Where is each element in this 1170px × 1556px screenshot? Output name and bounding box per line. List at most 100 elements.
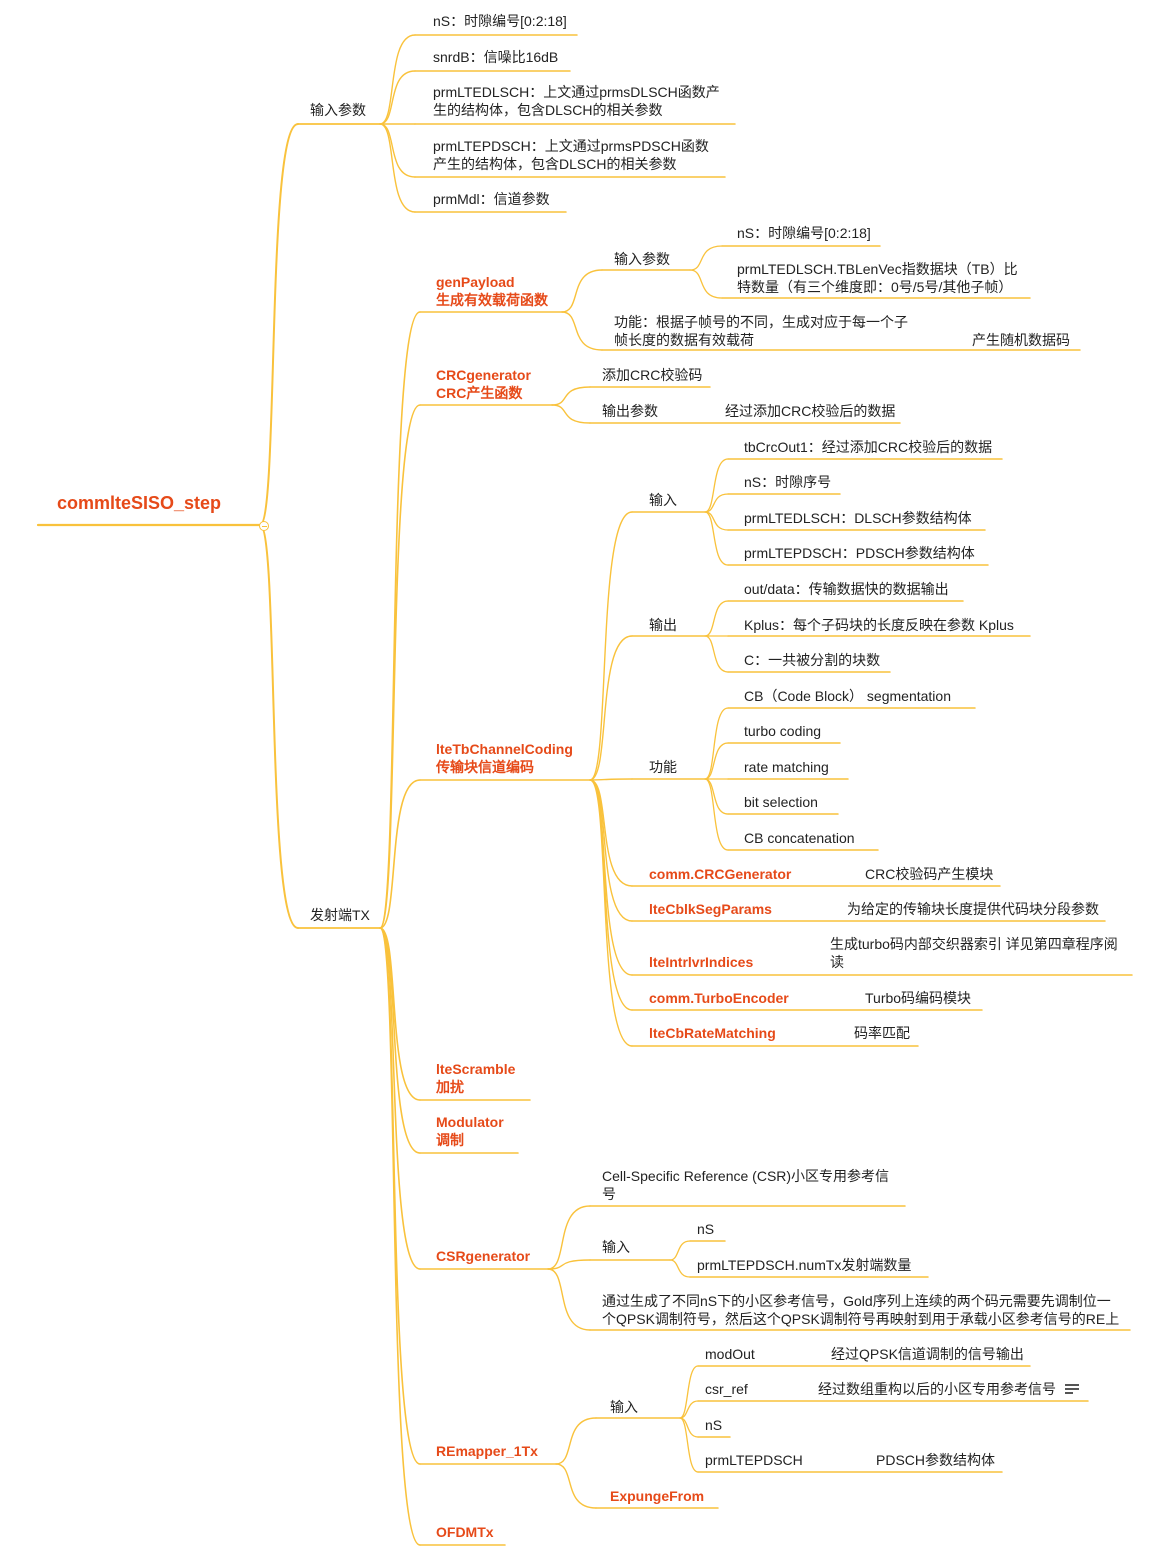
branch-connector [704,707,729,780]
branch-connector [561,269,603,313]
branch-connector [704,600,729,637]
remapper-input-ns[interactable]: nS [705,1417,723,1433]
csr-input-label[interactable]: 输入 [602,1239,630,1255]
genpayload-input-tblenvec[interactable]: prmLTEDLSCH.TBLenVec指数据块（TB）比特数量（有三个维度即：… [737,261,1018,295]
branch-connector [589,779,633,1011]
branch-connector [379,927,421,1270]
coding-input-label[interactable]: 输入 [649,492,677,508]
input-param-ns[interactable]: nS：时隙编号[0:2:18] [433,13,567,29]
coding-input-tbcrcout[interactable]: tbCrcOut1：经过添加CRC校验后的数据 [744,439,993,455]
module-intrlvrindices-desc[interactable]: 生成turbo码内部交织器索引 详见第四章程序阅读 [830,936,1118,970]
branch-connector [379,123,416,213]
branch-connector [589,779,633,922]
branch-connector [379,70,416,125]
branch-connector [551,386,591,406]
module-crcgenerator-desc[interactable]: CRC校验码产生模块 [865,866,994,882]
note-icon[interactable] [1065,1384,1079,1394]
coding-function-cb-concatenation[interactable]: CB concatenation [744,830,855,846]
csr-input-numtx[interactable]: prmLTEPDSCH.numTx发射端数量 [697,1257,912,1273]
coding-function-rate-matching[interactable]: rate matching [744,759,829,775]
branch-connector [704,493,729,513]
coding-output-data[interactable]: out/data：传输数据快的数据输出 [744,581,949,597]
branch-connector [669,1240,691,1261]
coding-function-label[interactable]: 功能 [649,759,677,775]
module-turboencoder[interactable]: comm.TurboEncoder [649,990,789,1006]
module-crcgenerator[interactable]: comm.CRCGenerator [649,866,792,882]
branch-connector [679,1417,699,1473]
module-turboencoder-desc[interactable]: Turbo码编码模块 [865,990,972,1006]
genpayload-function-note[interactable]: 产生随机数据码 [972,332,1070,348]
branch-connector [589,511,633,781]
branch-connector [589,778,633,781]
remapper-input-prmltepdsch-desc[interactable]: PDSCH参数结构体 [876,1452,996,1468]
branch-connector [379,34,416,125]
input-param-snrdb[interactable]: snrdB：信噪比16dB [433,49,559,65]
branch-connector [589,779,633,1047]
coding-input-prmltedlsch[interactable]: prmLTEDLSCH：DLSCH参数结构体 [744,510,972,526]
branch-connector [679,1400,699,1419]
collapse-toggle-icon[interactable] [259,521,269,531]
branch-connector [704,511,729,566]
tx-node[interactable]: 发射端TX [310,907,370,923]
csr-desc[interactable]: Cell-Specific Reference (CSR)小区专用参考信号 [602,1168,890,1202]
input-param-prmltedlsch[interactable]: prmLTEDLSCH：上文通过prmsDLSCH函数产生的结构体，包含DLSC… [433,84,720,118]
branch-connector [259,123,299,526]
root-node[interactable]: commlteSISO_step [57,493,222,513]
module-cbratematching[interactable]: lteCbRateMatching [649,1025,776,1041]
input-params-node[interactable]: 输入参数 [310,102,366,118]
remapper-input-csrref-desc[interactable]: 经过数组重构以后的小区专用参考信号 [818,1381,1056,1397]
branch-connector [379,927,421,1154]
module-intrlvrindices[interactable]: lteIntrlvrIndices [649,954,754,970]
coding-function-bit-selection[interactable]: bit selection [744,794,818,810]
input-param-prmmdl[interactable]: prmMdl：信道参数 [433,191,550,207]
genpayload-input-ns[interactable]: nS：时隙编号[0:2:18] [737,225,871,241]
coding-output-label[interactable]: 输出 [649,617,677,633]
branch-connector [547,1268,591,1331]
branch-connector [589,635,633,781]
remapper-node[interactable]: REmapper_1Tx [436,1443,538,1459]
coding-function-turbo-coding[interactable]: turbo coding [744,723,822,739]
coding-input-prmltepdsch[interactable]: prmLTEPDSCH：PDSCH参数结构体 [744,545,975,561]
module-cblksegparams-desc[interactable]: 为给定的传输块长度提供代码块分段参数 [847,901,1099,917]
genpayload-input-label[interactable]: 输入参数 [614,251,670,267]
remapper-input-modout[interactable]: modOut [705,1346,755,1362]
csr-input-ns[interactable]: nS [697,1221,715,1237]
branch-connector [555,1463,597,1509]
branch-connector [379,404,421,929]
coding-output-kplus[interactable]: Kplus：每个子码块的长度反映在参数 Kplus [744,617,1014,633]
branch-connector [555,1417,597,1465]
module-cbratematching-desc[interactable]: 码率匹配 [854,1025,910,1041]
remapper-input-prmltepdsch[interactable]: prmLTEPDSCH [705,1452,803,1468]
crc-output-desc[interactable]: 经过添加CRC校验后的数据 [725,403,896,419]
coding-input-ns[interactable]: nS：时隙序号 [744,474,832,490]
branch-connector [704,635,729,673]
input-param-prmltepdsch[interactable]: prmLTEPDSCH：上文通过prmsPDSCH函数产生的结构体，包含DLSC… [433,138,709,172]
crc-add-node[interactable]: 添加CRC校验码 [602,367,703,383]
expunge-node[interactable]: ExpungeFrom [610,1488,705,1504]
branch-connector [704,778,729,815]
remapper-input-modout-desc[interactable]: 经过QPSK信道调制的信号输出 [831,1346,1024,1362]
csrgenerator-node[interactable]: CSRgenerator [436,1248,531,1264]
branch-connector [704,778,729,851]
ofdmtx-node[interactable]: OFDMTx [436,1524,494,1540]
coding-function-cb-segmentation[interactable]: CB（Code Block） segmentation [744,688,951,704]
branch-connector [689,245,723,271]
branch-connector [379,779,421,929]
crc-output-label[interactable]: 输出参数 [602,403,658,419]
module-cblksegparams[interactable]: lteCblkSegParams [649,901,772,917]
genpayload-function[interactable]: 功能：根据子帧号的不同，生成对应于每一个子帧长度的数据有效载荷 [614,314,908,348]
coding-output-c[interactable]: C：一共被分割的块数 [744,652,881,668]
remapper-input-csrref[interactable]: csr_ref [705,1381,748,1397]
branch-connector [589,779,633,976]
branch-connector [547,1205,591,1270]
remapper-input-label[interactable]: 输入 [610,1399,638,1415]
branch-connector [669,1259,691,1278]
csr-note[interactable]: 通过生成了不同nS下的小区参考信号，Gold序列上连续的两个码元需要先调制位一个… [602,1293,1120,1327]
